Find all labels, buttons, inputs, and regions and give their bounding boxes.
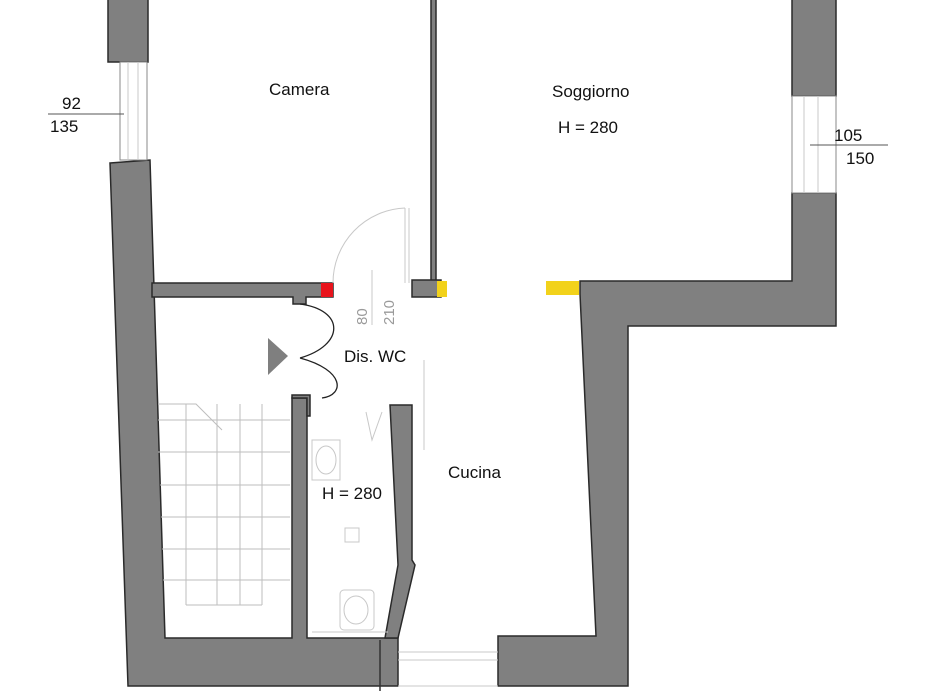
window-left-width: 92	[62, 94, 81, 113]
partition-soggiorno	[430, 0, 437, 283]
wc-fixtures	[311, 439, 388, 633]
staircase	[158, 403, 290, 606]
arrow-icon	[268, 338, 288, 375]
right-wall-lower	[497, 192, 837, 687]
window-bottom	[379, 640, 498, 691]
wc-height: H = 280	[322, 484, 382, 503]
right-wall-upper	[791, 0, 837, 97]
room-label-cucina: Cucina	[448, 463, 501, 482]
window-right-width: 105	[834, 126, 862, 145]
room-label-soggiorno: Soggiorno	[552, 82, 630, 101]
window-left-height: 135	[50, 117, 78, 136]
partition-foot	[411, 279, 442, 298]
interior-wall-camera	[151, 282, 334, 305]
marker-yellow-left	[437, 281, 447, 297]
left-wall-lower	[109, 159, 399, 687]
room-label-dis-wc: Dis. WC	[344, 347, 406, 366]
wc-left-post	[291, 394, 311, 417]
door-width: 80	[354, 308, 371, 325]
door-camera	[332, 207, 410, 284]
window-right	[791, 95, 888, 194]
left-wall-upper	[107, 0, 149, 63]
soggiorno-height: H = 280	[558, 118, 618, 137]
window-right-height: 150	[846, 149, 874, 168]
marker-yellow-right	[546, 281, 579, 295]
window-left	[48, 61, 148, 161]
door-height: 210	[381, 300, 398, 325]
marker-red	[321, 283, 333, 297]
door-wc-inner	[365, 360, 425, 450]
room-label-camera: Camera	[269, 80, 330, 99]
walls	[107, 0, 837, 687]
door-dis-wc	[268, 303, 338, 399]
wc-right-wall	[384, 404, 416, 639]
